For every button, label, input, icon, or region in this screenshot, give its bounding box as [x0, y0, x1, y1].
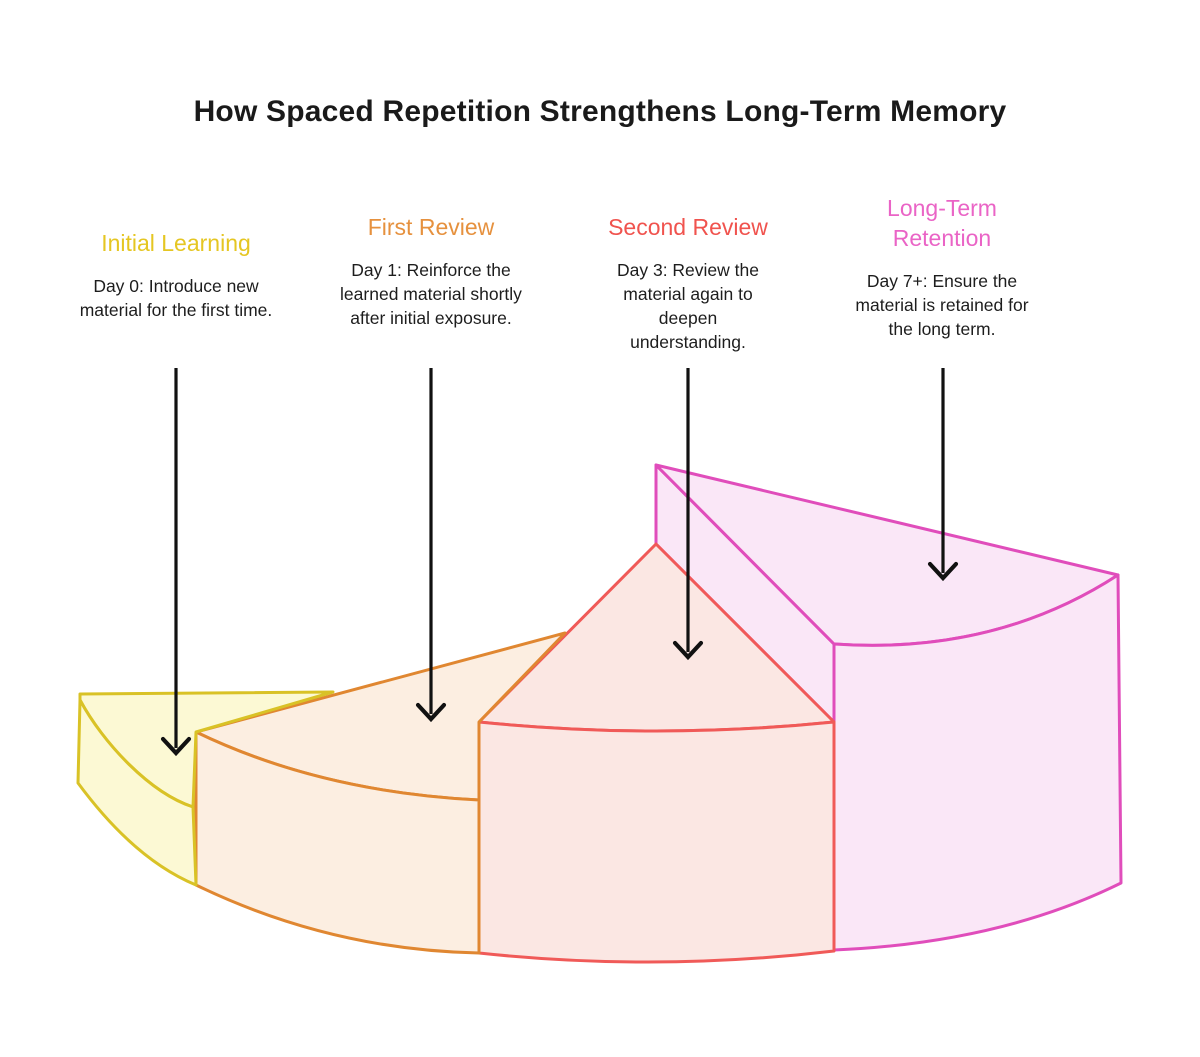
first-review-wedge: [194, 631, 567, 955]
arrow-second-review: [672, 368, 704, 661]
stage-second-review-title: Second Review: [608, 214, 768, 240]
stage-initial-learning-description: Day 0: Introduce new material for the fi…: [79, 276, 273, 320]
second-review-wedge-front-face: [477, 720, 836, 964]
arrow-initial-learning: [160, 368, 192, 757]
stage-first-review-description: Day 1: Reinforce the learned material sh…: [340, 260, 522, 328]
first-review-wedge-front-face: [194, 730, 481, 955]
stage-initial-learning: Initial Learning Day 0: Introduce new ma…: [76, 228, 276, 322]
stage-first-review-title: First Review: [367, 214, 495, 240]
stage-long-term-retention-title: Long-Term Retention: [887, 195, 997, 251]
stage-initial-learning-title: Initial Learning: [101, 230, 251, 256]
arrow-first-review: [415, 368, 447, 723]
initial-learning-wedge-front-face: [76, 698, 198, 887]
stage-second-review: Second Review Day 3: Review the material…: [603, 212, 773, 354]
arrow-long-term-retention: [927, 368, 959, 582]
arrow-first-review-head-icon: [415, 702, 447, 723]
arrow-initial-learning-head-icon: [160, 736, 192, 757]
second-review-wedge: [477, 542, 836, 964]
stage-first-review: First Review Day 1: Reinforce the learne…: [336, 212, 526, 330]
arrow-long-term-retention-head-icon: [927, 561, 959, 582]
long-term-retention-wedge-front-face: [832, 573, 1123, 952]
initial-learning-wedge: [76, 690, 335, 887]
stage-long-term-retention: Long-Term Retention Day 7+: Ensure the m…: [852, 193, 1032, 341]
stage-second-review-description: Day 3: Review the material again to deep…: [616, 260, 759, 352]
arrow-second-review-head-icon: [672, 640, 704, 661]
stage-long-term-retention-description: Day 7+: Ensure the material is retained …: [855, 271, 1029, 339]
page-title: How Spaced Repetition Strengthens Long-T…: [193, 95, 1007, 128]
long-term-retention-wedge: [654, 463, 1123, 952]
